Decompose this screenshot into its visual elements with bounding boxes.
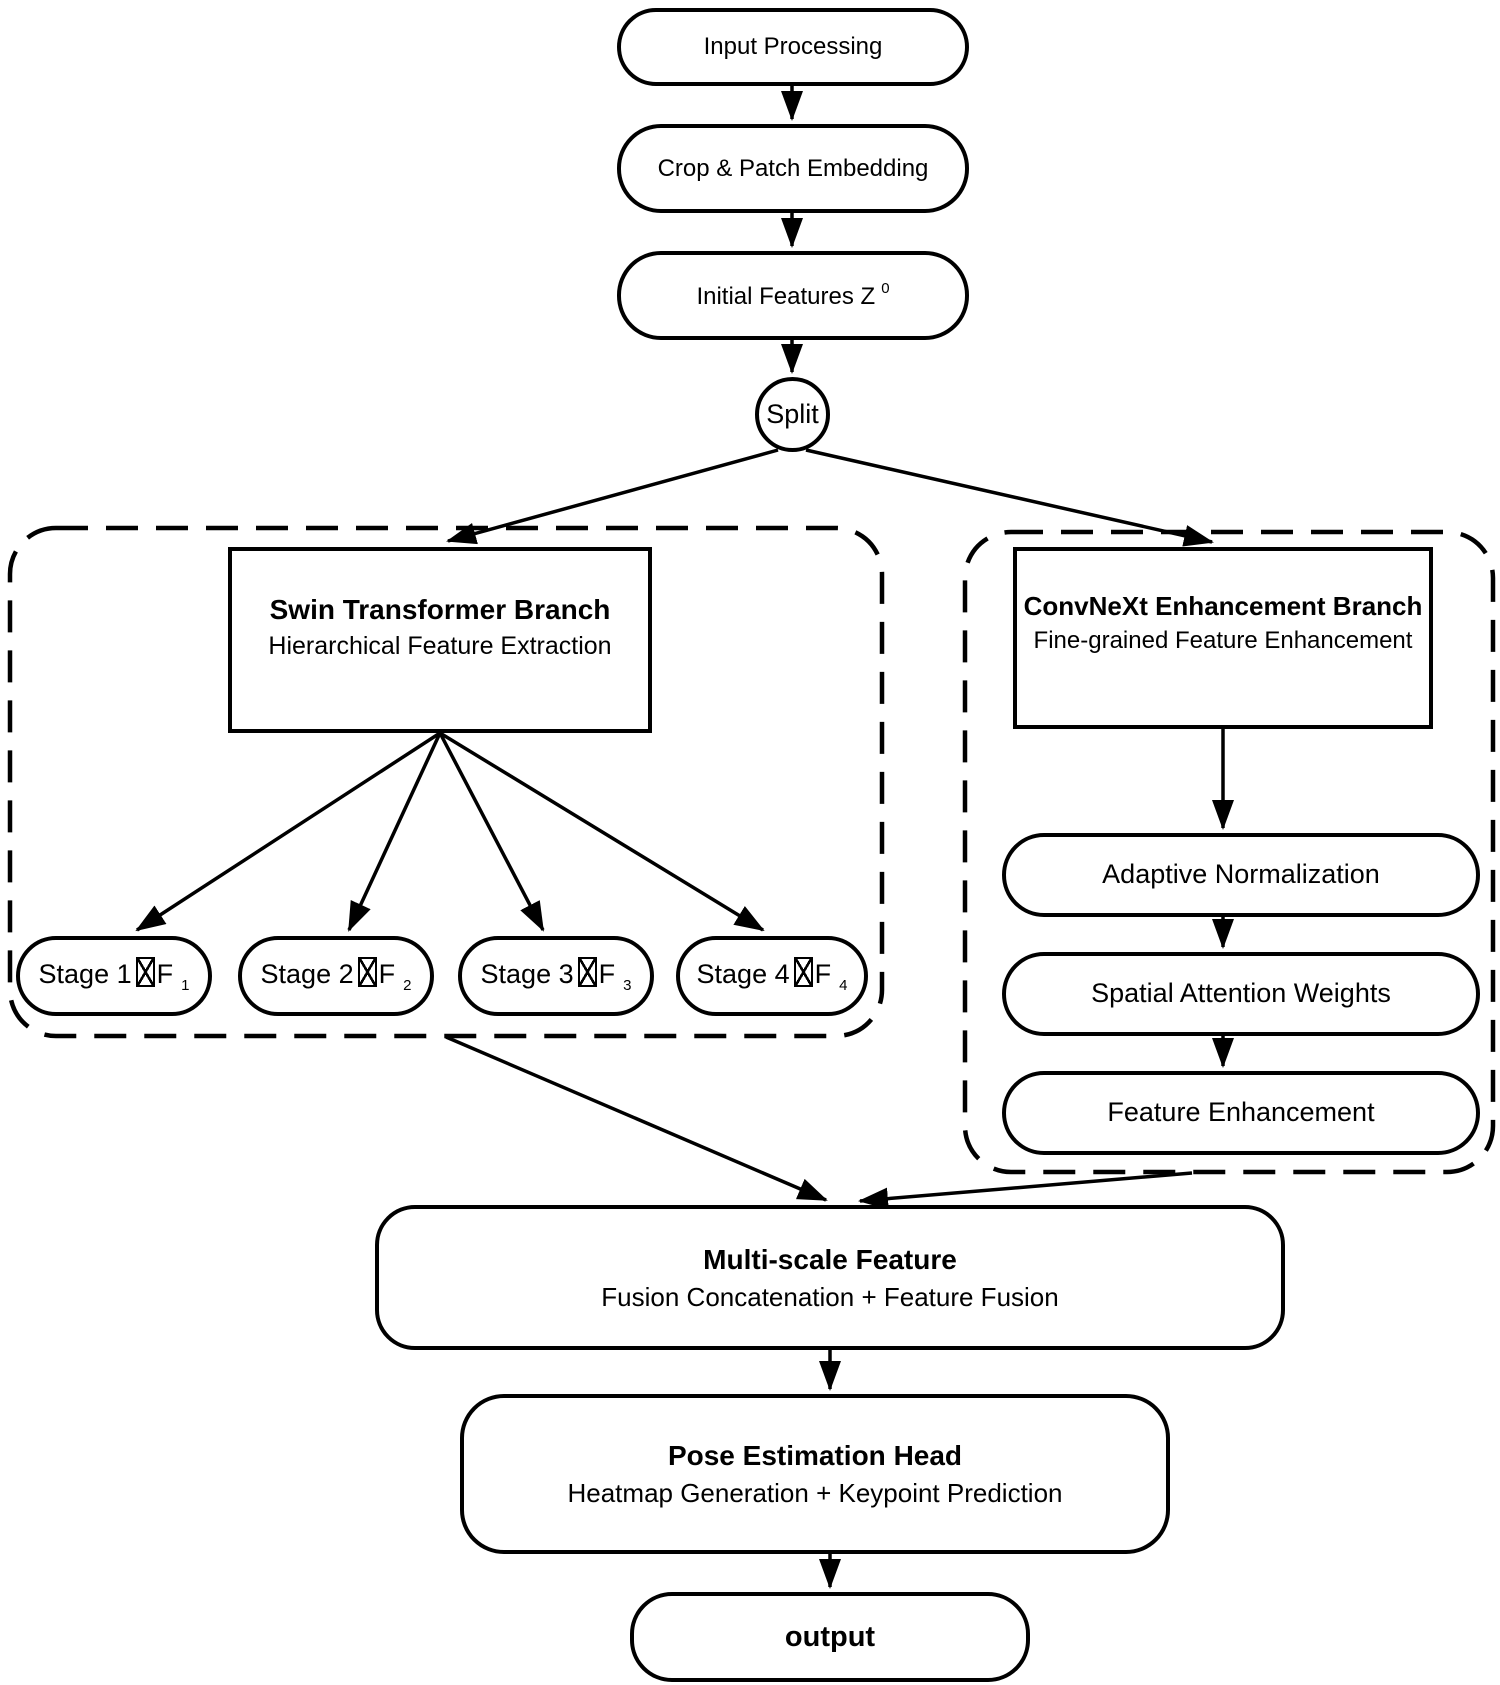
swin-branch-title: Swin Transformer Branch (269, 593, 611, 625)
missing-glyph-box (135, 956, 155, 987)
stage-3-prefix: Stage 3 (480, 958, 574, 989)
convnext-branch-title: ConvNeXt Enhancement Branch (1023, 590, 1423, 621)
fusion-title: Multi-scale Feature (703, 1243, 957, 1275)
node-output: output (630, 1592, 1030, 1682)
feature-enhancement-label: Feature Enhancement (1107, 1097, 1375, 1128)
node-swin-transformer-branch: Swin Transformer Branch Hierarchical Fea… (228, 547, 652, 733)
stage-4-prefix: Stage 4 (696, 958, 790, 989)
swin-branch-subtitle: Hierarchical Feature Extraction (268, 631, 612, 660)
stage-3-f: F (598, 958, 616, 989)
node-spatial-attention-weights: Spatial Attention Weights (1002, 952, 1480, 1036)
arrow-split-to-convnext (805, 448, 1214, 547)
spatial-attention-weights-label: Spatial Attention Weights (1091, 978, 1391, 1009)
arrow-convnextbranch-to-fusion (858, 1171, 1193, 1210)
swin-branch-container (7, 525, 885, 1039)
node-convnext-enhancement-branch: ConvNeXt Enhancement Branch Fine-grained… (1013, 547, 1433, 729)
missing-glyph-box (577, 956, 597, 987)
missing-glyph-box (357, 956, 377, 987)
initial-features-superscript: 0 (881, 279, 890, 297)
arrow-swin-to-stage4 (439, 731, 765, 932)
convnext-branch-subtitle: Fine-grained Feature Enhancement (1033, 627, 1413, 655)
node-initial-features-label: Initial Features Z 0 (696, 280, 889, 312)
stage-3-subscript: 3 (623, 976, 632, 994)
node-input-processing-label: Input Processing (703, 33, 883, 60)
pose-head-subtitle: Heatmap Generation + Keypoint Prediction (567, 1478, 1063, 1509)
stage-2-prefix: Stage 2 (260, 958, 354, 989)
node-initial-features: Initial Features Z 0 (617, 251, 969, 340)
node-split: Split (755, 377, 830, 452)
arrow-split-to-swin (446, 448, 779, 545)
stage-4-f: F (814, 958, 832, 989)
node-multiscale-fusion: Multi-scale Feature Fusion Concatenation… (375, 1205, 1285, 1350)
node-crop-patch-embedding: Crop & Patch Embedding (617, 124, 969, 213)
stage-2-subscript: 2 (403, 976, 412, 994)
node-feature-enhancement: Feature Enhancement (1002, 1071, 1480, 1155)
node-split-label: Split (766, 398, 819, 429)
fusion-subtitle: Fusion Concatenation + Feature Fusion (601, 1281, 1059, 1312)
pose-head-title: Pose Estimation Head (667, 1440, 963, 1472)
adaptive-normalization-label: Adaptive Normalization (1102, 859, 1380, 890)
convnext-branch-container (962, 529, 1496, 1175)
missing-glyph-box (793, 956, 813, 987)
node-pose-estimation-head: Pose Estimation Head Heatmap Generation … (460, 1394, 1170, 1554)
arrow-swin-to-stage1 (135, 731, 441, 932)
stage-1-subscript: 1 (181, 976, 190, 994)
stage-2-f: F (378, 958, 396, 989)
output-label: output (784, 1620, 876, 1653)
node-crop-patch-embedding-label: Crop & Patch Embedding (657, 154, 929, 182)
stage-1-f: F (156, 958, 174, 989)
node-input-processing: Input Processing (617, 8, 969, 86)
stage-1-prefix: Stage 1 (38, 958, 132, 989)
node-adaptive-normalization: Adaptive Normalization (1002, 833, 1480, 917)
arrow-swinbranch-to-fusion (445, 1035, 828, 1202)
stage-4-subscript: 4 (839, 976, 848, 994)
arrow-swin-to-stage3 (438, 732, 545, 932)
initial-features-text: Initial Features Z (696, 282, 876, 310)
arrow-swin-to-stage2 (347, 732, 442, 932)
